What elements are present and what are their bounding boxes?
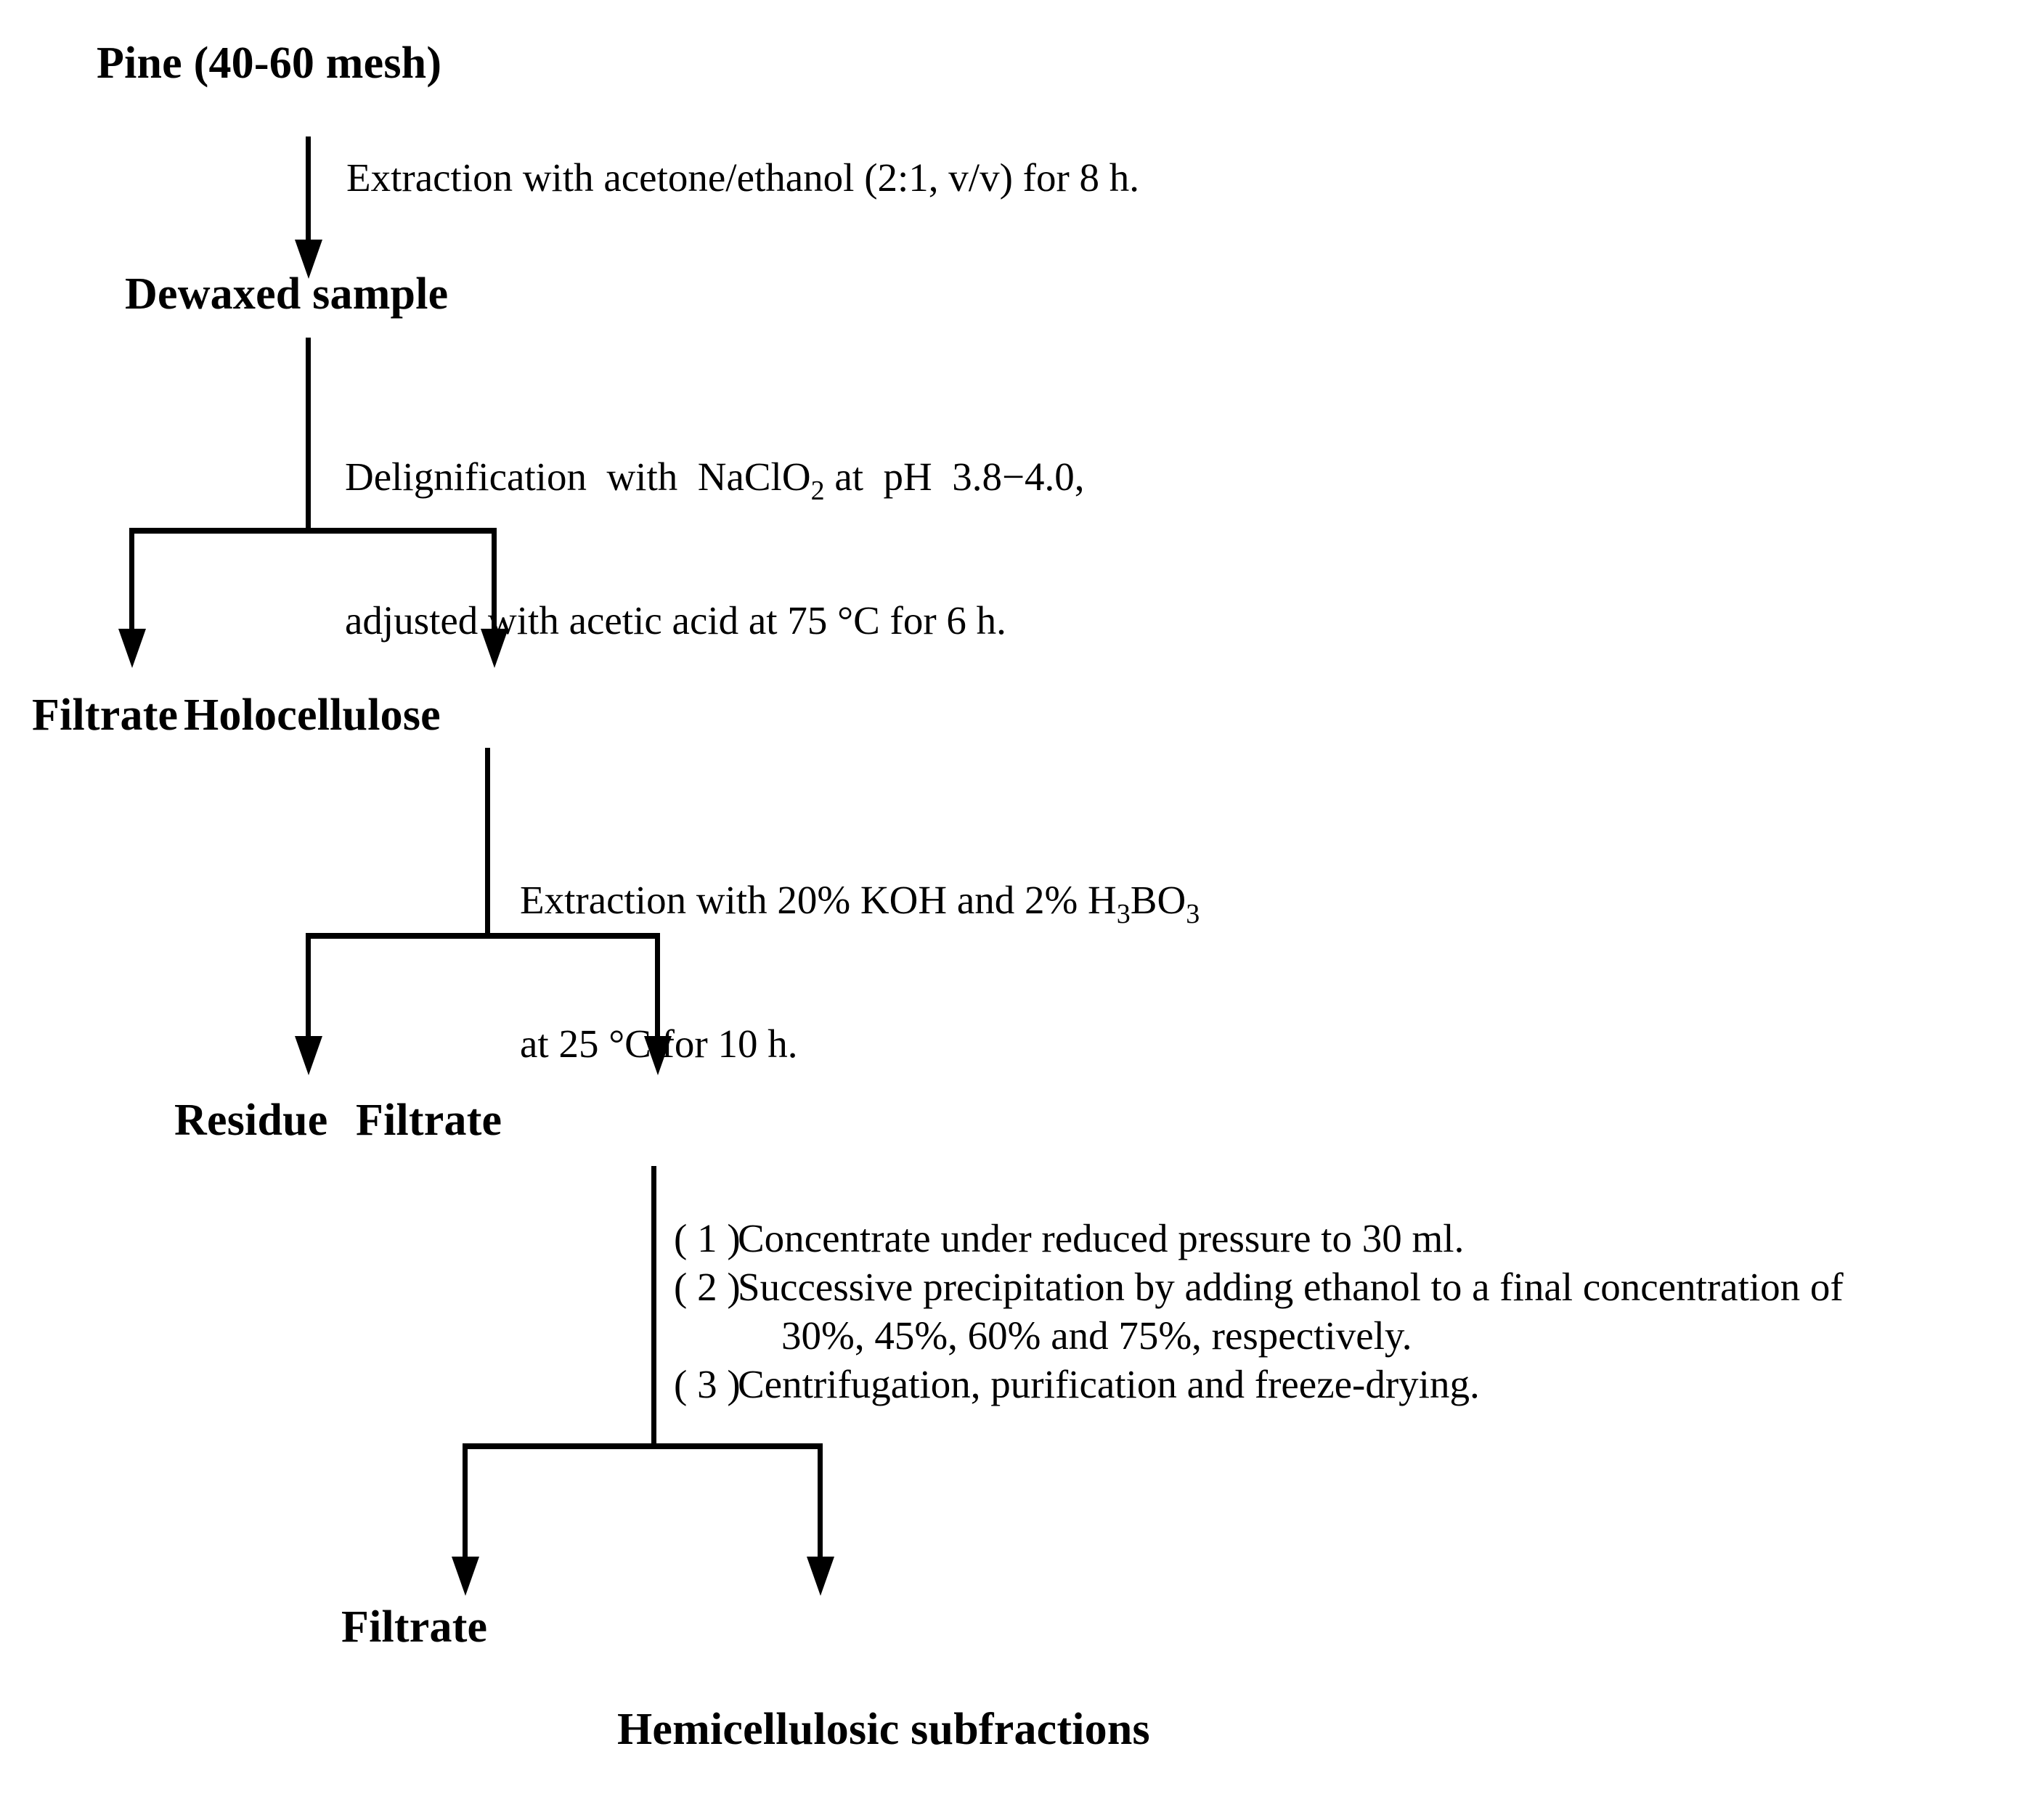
connector-fork3-left	[463, 1443, 468, 1564]
node-hemicellulosic-subfractions-line1: Hemicellulosic subfractions	[617, 1705, 1150, 1755]
node-filtrate-2: Filtrate	[356, 1096, 502, 1145]
annotation-delignification-line1: Delignification with NaClO2 at pH 3.8−4.…	[345, 453, 1085, 506]
node-pine: Pine (40-60 mesh)	[97, 38, 442, 88]
annotation-koh-extraction: Extraction with 20% KOH and 2% H3BO3 at …	[520, 780, 1200, 1164]
numbered-step-3-text: Centrifugation, purification and freeze-…	[738, 1362, 1480, 1407]
numbered-step-3-number: ( 3 )	[674, 1362, 741, 1407]
arrowhead-fork2-left	[295, 1036, 322, 1075]
node-hemicellulosic-subfractions: Hemicellulosic subfractions H30, H45, H6…	[617, 1602, 1150, 1802]
arrowhead-fork1-right	[481, 629, 508, 668]
numbered-step-1: ( 1 ) Concentrate under reduced pressure…	[674, 1214, 2010, 1263]
connector-fork3-right	[818, 1443, 823, 1564]
connector-dewaxed-stem	[306, 338, 311, 531]
annotation-delignification-subscript-2: 2	[810, 476, 825, 506]
connector-holocellulose-stem	[485, 748, 490, 934]
annotation-koh-line1: Extraction with 20% KOH and 2% H3BO3	[520, 876, 1200, 929]
numbered-step-2: ( 2 ) Successive precipitation by adding…	[674, 1263, 2010, 1311]
annotation-delignification-line1-b: at pH 3.8−4.0,	[824, 454, 1085, 499]
annotation-numbered-steps: ( 1 ) Concentrate under reduced pressure…	[674, 1214, 2010, 1408]
annotation-delignification-line1-a: Delignification with NaClO	[345, 454, 811, 499]
node-dewaxed-sample: Dewaxed sample	[125, 269, 449, 319]
connector-fork2-left	[306, 933, 311, 1042]
fork-bar-2	[306, 933, 660, 939]
annotation-delignification-line2: adjusted with acetic acid at 75 °C for 6…	[345, 598, 1006, 643]
numbered-step-2-text: Successive precipitation by adding ethan…	[738, 1265, 1844, 1310]
annotation-delignification: Delignification with NaClO2 at pH 3.8−4.…	[345, 357, 1085, 741]
connector-fork1-right	[492, 528, 497, 635]
connector-filtrate2-stem	[651, 1166, 656, 1446]
node-residue: Residue	[174, 1096, 328, 1145]
fork-bar-3	[463, 1443, 823, 1449]
node-filtrate-3: Filtrate	[341, 1602, 488, 1652]
numbered-step-1-number: ( 1 )	[674, 1216, 741, 1260]
annotation-acetone-ethanol-extraction: Extraction with acetone/ethanol (2:1, v/…	[346, 155, 1140, 200]
arrowhead-fork1-left	[118, 629, 146, 668]
numbered-step-2-number: ( 2 )	[674, 1265, 741, 1310]
annotation-koh-subscript-3a: 3	[1116, 899, 1131, 929]
arrowhead-fork3-right	[807, 1557, 834, 1596]
annotation-koh-subscript-3b: 3	[1186, 899, 1200, 929]
node-filtrate-1: Filtrate	[32, 690, 179, 740]
arrowhead-fork2-right	[644, 1036, 672, 1075]
connector-fork2-right	[655, 933, 660, 1042]
arrowhead-fork3-left	[452, 1557, 479, 1596]
annotation-koh-line1-b: BO	[1130, 878, 1186, 922]
numbered-step-2-continuation: 30%, 45%, 60% and 75%, respectively.	[781, 1313, 1412, 1358]
fork-bar-1	[129, 528, 497, 534]
annotation-koh-line2: at 25 °C for 10 h.	[520, 1022, 798, 1066]
numbered-step-3: ( 3 ) Centrifugation, purification and f…	[674, 1360, 2010, 1408]
numbered-step-1-text: Concentrate under reduced pressure to 30…	[738, 1216, 1465, 1260]
connector-pine-to-dewaxed	[306, 136, 311, 245]
arrowhead-pine-to-dewaxed	[295, 240, 322, 279]
node-holocellulose: Holocellulose	[184, 690, 441, 740]
annotation-koh-line1-a: Extraction with 20% KOH and 2% H	[520, 878, 1117, 922]
connector-fork1-left	[129, 528, 134, 635]
